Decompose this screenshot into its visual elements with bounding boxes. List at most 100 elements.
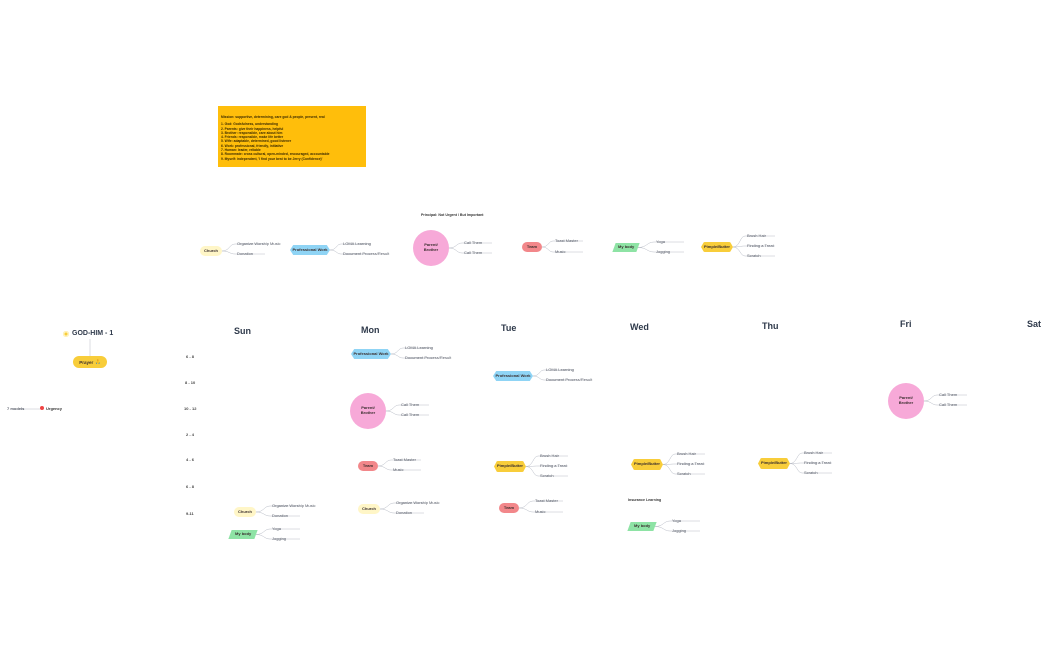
prof-node[interactable]: Professional Work	[290, 245, 330, 255]
church-subtopic[interactable]: Donation	[272, 513, 289, 518]
prayer-node[interactable]: Prayer 🙏	[73, 356, 107, 368]
church-subtopic[interactable]: Organize Worship Music	[396, 500, 440, 505]
pets-subtopic[interactable]: Scratch	[804, 470, 818, 475]
time-slot: 6 - 8	[186, 354, 195, 359]
team-node[interactable]: Team	[499, 503, 519, 513]
body-node[interactable]: My body	[627, 522, 657, 531]
parent-subtopic[interactable]: Call Them	[939, 392, 958, 397]
prof-subtopic[interactable]: LOMA Learning	[405, 345, 433, 350]
body-subtopic[interactable]: Jogging	[272, 536, 287, 541]
team-subtopic[interactable]: Toast Master	[393, 457, 416, 462]
prof-subtopic[interactable]: LOMA Learning	[546, 367, 574, 372]
church-node[interactable]: Church	[358, 504, 380, 514]
mission-line: 1. God: Godsfulness, understanding	[221, 122, 278, 127]
time-slot: 10 - 12	[184, 406, 197, 411]
prof-label: Professional Work	[495, 372, 531, 378]
body-subtopic[interactable]: Yoga	[672, 518, 681, 523]
body-label: My body	[633, 523, 651, 529]
pets-subtopic[interactable]: Brush Hair	[747, 233, 766, 238]
body-label: My body	[234, 531, 252, 537]
pets-subtopic[interactable]: Finding a Treat	[747, 243, 774, 248]
prof-subtopic[interactable]: Document Process/Result	[405, 355, 452, 360]
pets-subtopic[interactable]: Brush Hair	[540, 453, 559, 458]
parent-label: Parent/ Brother	[360, 405, 376, 415]
time-slot: 6 - 8	[186, 484, 195, 489]
team-subtopic[interactable]: Music	[555, 249, 566, 254]
team-subtopic[interactable]: Toast Master	[555, 238, 578, 243]
time-slot: 8 - 10	[185, 380, 196, 385]
church-subtopic[interactable]: Organize Worship Music	[272, 503, 316, 508]
team-node[interactable]: Team	[358, 461, 378, 471]
team-node[interactable]: Team	[522, 242, 542, 252]
mission-line: 6. Work: professional, friendly, initiat…	[221, 143, 284, 148]
parent-subtopic[interactable]: Call Them	[401, 412, 420, 417]
body-subtopic[interactable]: Jogging	[656, 249, 671, 254]
praying-hands-icon: 🙏	[95, 359, 101, 364]
time-slot: 9-11	[186, 511, 194, 516]
prof-node[interactable]: Professional Work	[351, 349, 391, 359]
day-header-sun: Sun	[234, 326, 251, 336]
mission-line: 7. Human: leader, reliable	[221, 148, 261, 153]
pets-node[interactable]: Pimple/Butter	[631, 459, 663, 470]
pets-subtopic[interactable]: Scratch	[677, 471, 691, 476]
parent-subtopic[interactable]: Call Them	[939, 402, 958, 407]
pets-label: Pimple/Butter	[760, 460, 787, 466]
mission-line: 4. Friends: responsible, make life bette…	[221, 135, 284, 140]
prof-node[interactable]: Professional Work	[493, 371, 533, 381]
quadrant-heading: Principal: Not Urgent / But Important	[421, 213, 484, 217]
parent-node[interactable]: Parent/ Brother	[888, 383, 924, 419]
team-subtopic[interactable]: Toast Master	[535, 498, 558, 503]
parent-subtopic[interactable]: Call Them	[464, 250, 483, 255]
church-subtopic[interactable]: Organize Worship Music	[237, 241, 281, 246]
mission-line: 3. Brother: responsible, care about him	[221, 130, 283, 135]
prof-subtopic[interactable]: Document Process/Result	[343, 251, 390, 256]
pets-subtopic[interactable]: Brush Hair	[804, 450, 823, 455]
church-subtopic[interactable]: Donation	[237, 251, 254, 256]
time-slot: 2 - 4	[186, 432, 195, 437]
church-label: Church	[362, 505, 376, 511]
parent-subtopic[interactable]: Call Them	[464, 240, 483, 245]
prayer-label: Prayer	[79, 359, 94, 365]
pets-subtopic[interactable]: Brush Hair	[677, 451, 696, 456]
body-subtopic[interactable]: Jogging	[672, 528, 687, 533]
body-subtopic[interactable]: Yoga	[656, 239, 665, 244]
day-header-tue: Tue	[501, 323, 517, 333]
church-label: Church	[204, 247, 218, 253]
prof-subtopic[interactable]: LOMA Learning	[343, 241, 371, 246]
pets-node[interactable]: Pimple/Butter	[494, 461, 526, 472]
pets-label: Pimple/Butter	[703, 243, 730, 249]
pets-subtopic[interactable]: Finding a Treat	[677, 461, 704, 466]
team-subtopic[interactable]: Music	[535, 509, 546, 514]
team-label: Team	[526, 243, 538, 249]
parent-node[interactable]: Parent/ Brother	[413, 230, 449, 266]
body-subtopic[interactable]: Yoga	[272, 526, 281, 531]
pets-node[interactable]: Pimple/Butter	[758, 458, 790, 469]
pets-subtopic[interactable]: Finding a Treat	[540, 463, 567, 468]
day-header-fri: Fri	[900, 319, 912, 329]
pets-subtopic[interactable]: Scratch	[747, 253, 761, 258]
church-node[interactable]: Church	[200, 246, 222, 256]
prof-subtopic[interactable]: Document Process/Result	[546, 377, 593, 382]
prof-label: Professional Work	[292, 246, 328, 252]
team-label: Team	[503, 504, 515, 510]
sun-icon	[63, 330, 69, 337]
pets-subtopic[interactable]: Scratch	[540, 473, 554, 478]
legend-right-label: Urgency	[46, 406, 63, 411]
parent-label: Parent/ Brother	[423, 242, 439, 252]
time-slot: 4 - 6	[186, 457, 195, 462]
church-node[interactable]: Church	[234, 507, 256, 517]
prof-label: Professional Work	[353, 350, 389, 356]
team-subtopic[interactable]: Music	[393, 467, 404, 472]
pets-node[interactable]: Pimple/Butter	[701, 242, 733, 252]
church-subtopic[interactable]: Donation	[396, 510, 413, 515]
body-node[interactable]: My body	[612, 243, 640, 252]
parent-subtopic[interactable]: Call Them	[401, 402, 420, 407]
day-header-wed: Wed	[630, 322, 649, 332]
mission-sticky-note[interactable]: Mission: supportive, determining, care g…	[218, 106, 366, 167]
pets-subtopic[interactable]: Finding a Treat	[804, 460, 831, 465]
urgency-dot-icon	[40, 406, 44, 410]
root-topic[interactable]: GOD-HIM - 1	[63, 330, 113, 337]
parent-node[interactable]: Parent/ Brother	[350, 393, 386, 429]
body-node[interactable]: My body	[228, 530, 258, 539]
